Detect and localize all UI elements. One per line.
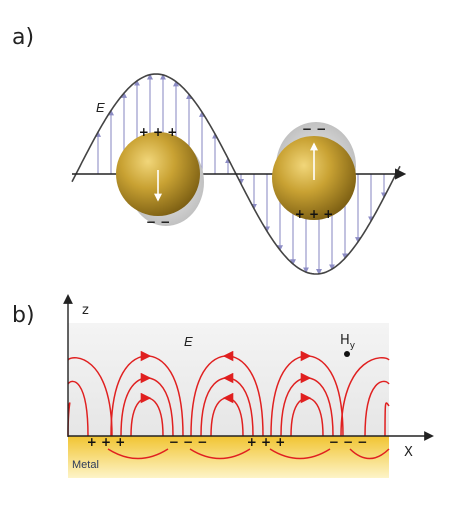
field-loop-edge-10: [67, 380, 89, 437]
x-axis-label: X: [404, 445, 413, 460]
field-loop-2: [130, 392, 164, 437]
field-loop-edge-12: [340, 357, 390, 437]
field-loop-1: [120, 372, 174, 437]
field-loop-7: [280, 372, 334, 437]
surface-field-lines: [67, 350, 390, 460]
field-loop-8: [290, 392, 324, 437]
particle-right-bottom-charges: + + +: [295, 207, 334, 221]
panel-a: a) E + + + − − − − + + +: [12, 25, 407, 275]
particle-right: − − + + +: [272, 122, 356, 221]
h-field-dot: [344, 351, 350, 357]
metal-current-17: [269, 448, 331, 460]
field-loop-5: [210, 392, 244, 437]
field-loop-edge-9: [67, 357, 113, 437]
metal-label: Metal: [72, 459, 99, 471]
h-field-subscript: y: [350, 341, 356, 351]
e-field-label-a: E: [96, 100, 105, 115]
metal-current-15: [107, 448, 169, 460]
particle-right-top-charges: − −: [302, 122, 326, 136]
surface-charges-2: − − −: [169, 435, 208, 449]
field-loop-3: [190, 350, 264, 437]
surface-charges-1: + + +: [87, 435, 126, 449]
field-loop-edge-14: [384, 402, 390, 437]
particle-left-top-charges: + + +: [139, 125, 178, 139]
panel-a-label: a): [12, 25, 34, 50]
metal-current-18: [349, 448, 390, 460]
h-field-symbol: H: [340, 333, 350, 348]
z-axis-label: z: [82, 303, 89, 318]
h-field-label: Hy: [340, 333, 356, 351]
panel-b: b) Metal z X E Hy + + + − − − + + + − − …: [12, 294, 434, 478]
particle-left-bottom-charges: − −: [146, 215, 170, 229]
metal-current-16: [189, 448, 251, 460]
surface-charges-4: − − −: [329, 435, 368, 449]
field-loop-edge-13: [364, 380, 390, 437]
e-field-label-b: E: [184, 334, 193, 349]
surface-charges-3: + + +: [247, 435, 286, 449]
particle-left: + + + − −: [116, 125, 204, 229]
field-loop-6: [270, 350, 344, 437]
field-loop-0: [110, 350, 184, 437]
panel-b-label: b): [12, 303, 35, 328]
field-loop-4: [200, 372, 254, 437]
h-field-marker: Hy: [340, 333, 356, 357]
